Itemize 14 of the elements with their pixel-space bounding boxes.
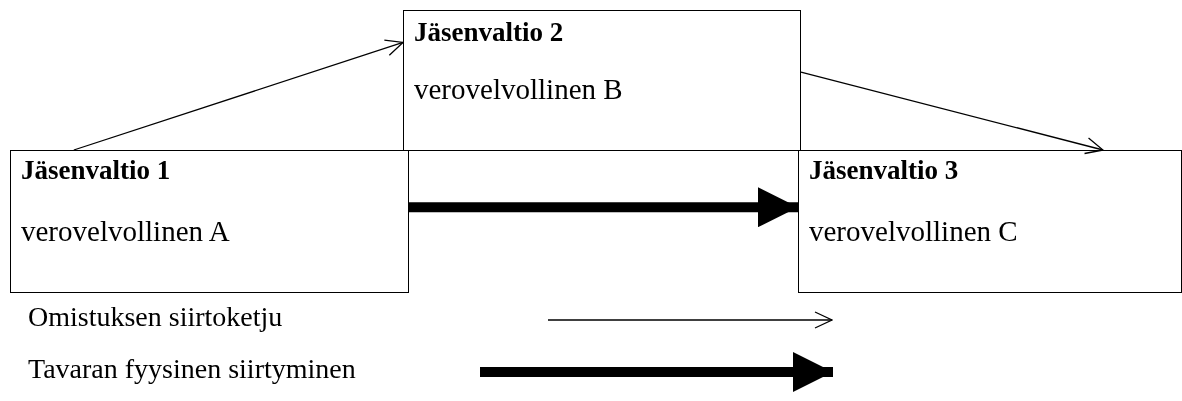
member-state-box [798,150,1182,293]
legend-text: Omistuksen siirtoketju [28,301,283,333]
taxpayer-label: verovelvollinen B [414,73,623,106]
state-heading: Jäsenvaltio 1 [21,155,171,186]
state-heading: Jäsenvaltio 2 [414,17,564,48]
thick-arrow [409,187,798,228]
legend-text: Tavaran fyysinen siirtyminen [28,353,356,385]
member-state-box [403,10,801,151]
arrow [73,39,404,151]
arrow [800,71,1104,155]
taxpayer-label: verovelvollinen A [21,215,230,248]
taxpayer-label: verovelvollinen C [809,215,1018,248]
state-heading: Jäsenvaltio 3 [809,155,959,186]
member-state-box [10,150,409,293]
